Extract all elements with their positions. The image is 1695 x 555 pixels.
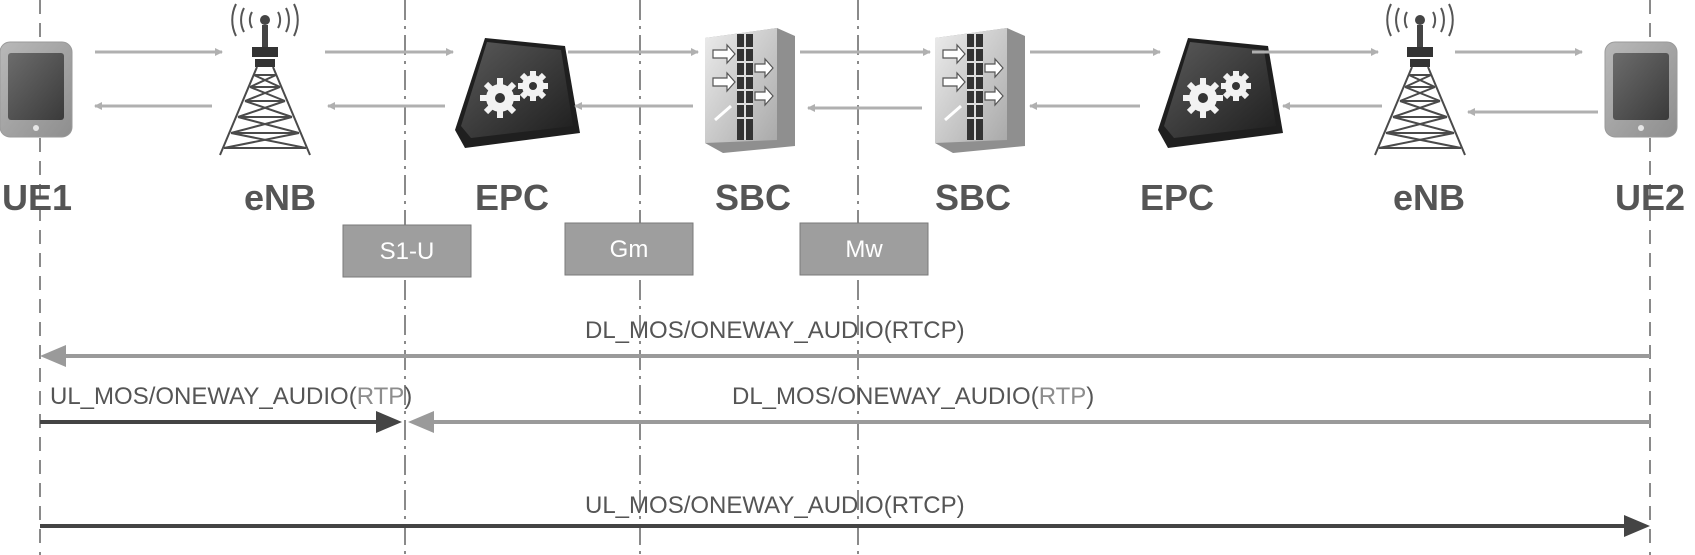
flow-label-ul-rtp-prefix: UL_MOS/ONEWAY_AUDIO( (50, 383, 357, 410)
flow-dl-rtcp: DL_MOS/ONEWAY_AUDIO(RTCP) (40, 317, 1650, 367)
flow-label-ul-rtcp-prefix: UL_MOS/ONEWAY_AUDIO( (585, 492, 892, 519)
ue2-phone-icon (1604, 41, 1678, 138)
flow-label-dl-rtp-prefix: DL_MOS/ONEWAY_AUDIO( (732, 383, 1039, 410)
flow-label-dl-rtcp-proto: RTCP (892, 317, 957, 344)
node-label-ue2: UE2 (1615, 177, 1685, 218)
flow-label-dl-rtp-proto: RTP (1039, 383, 1087, 410)
interface-box-s1u: S1-U (342, 224, 472, 278)
svg-text:DL_MOS/ONEWAY_AUDIO(RTCP): DL_MOS/ONEWAY_AUDIO(RTCP) (585, 317, 965, 344)
interface-label-gm: Gm (610, 236, 649, 263)
flow-label-ul-rtp-suffix: ) (404, 383, 412, 410)
flow-ul-rtp: UL_MOS/ONEWAY_AUDIO(RTP) (40, 383, 412, 433)
svg-text:DL_MOS/ONEWAY_AUDIO(RTP): DL_MOS/ONEWAY_AUDIO(RTP) (732, 383, 1094, 410)
epc1-core-icon (455, 38, 580, 148)
interface-box-mw: Mw (799, 222, 929, 276)
flow-label-ul-rtcp-suffix: ) (957, 492, 965, 519)
flow-label-dl-rtcp-prefix: DL_MOS/ONEWAY_AUDIO( (585, 317, 892, 344)
flow-label-dl-rtcp-suffix: ) (957, 317, 965, 344)
flow-label-dl-rtp-suffix: ) (1086, 383, 1094, 410)
node-label-sbc2: SBC (935, 177, 1011, 218)
svg-text:UL_MOS/ONEWAY_AUDIO(RTP): UL_MOS/ONEWAY_AUDIO(RTP) (50, 383, 412, 410)
flow-label-ul-rtcp-proto: RTCP (892, 492, 957, 519)
svg-text:UL_MOS/ONEWAY_AUDIO(RTCP): UL_MOS/ONEWAY_AUDIO(RTCP) (585, 492, 965, 519)
enb1-tower-icon (219, 3, 311, 156)
node-label-ue1: UE1 (2, 177, 72, 218)
interface-box-gm: Gm (564, 222, 694, 276)
ue1-phone-icon (0, 41, 73, 138)
node-label-enb2: eNB (1393, 177, 1465, 218)
enb2-tower-icon (1374, 3, 1466, 156)
node-label-epc2: EPC (1140, 177, 1214, 218)
interface-label-mw: Mw (845, 236, 883, 263)
sbc2-firewall-icon (933, 26, 1027, 155)
sbc1-firewall-icon (703, 26, 797, 155)
epc2-core-icon (1158, 38, 1283, 148)
node-label-enb1: eNB (244, 177, 316, 218)
node-label-epc1: EPC (475, 177, 549, 218)
flow-dl-rtp: DL_MOS/ONEWAY_AUDIO(RTP) (408, 383, 1650, 433)
interface-label-s1u: S1-U (380, 238, 435, 265)
flow-ul-rtcp: UL_MOS/ONEWAY_AUDIO(RTCP) (40, 492, 1650, 537)
flow-label-ul-rtp-proto: RTP (357, 383, 405, 410)
node-label-sbc1: SBC (715, 177, 791, 218)
